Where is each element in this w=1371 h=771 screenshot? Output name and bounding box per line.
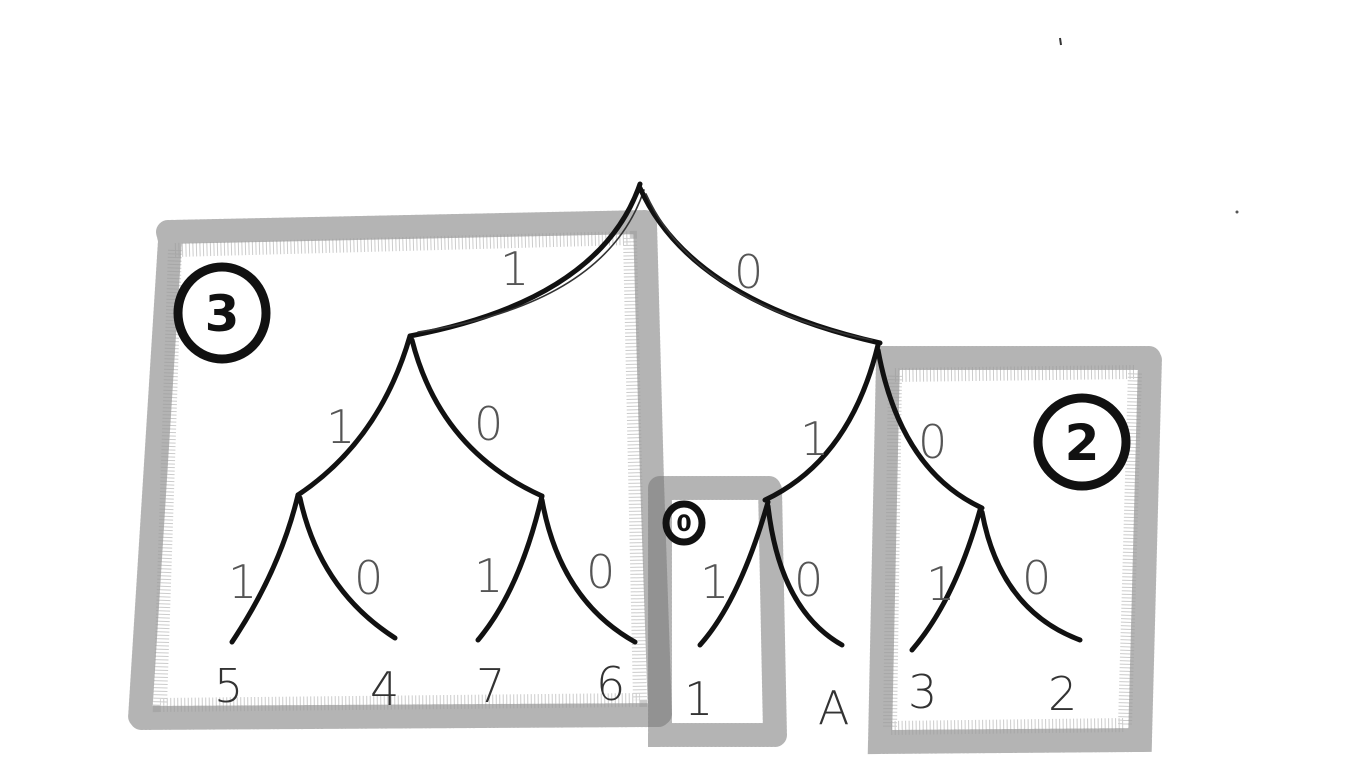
leaf-label-4: 6 bbox=[596, 657, 625, 711]
leaf-label-1: 5 bbox=[214, 659, 243, 713]
group-number-right: 2 bbox=[1065, 414, 1100, 472]
stray-mark-2 bbox=[1235, 210, 1239, 214]
edge-labels: 1 0 1 0 1 0 1 0 1 0 1 0 1 0 bbox=[228, 242, 1051, 611]
group-circle-left bbox=[173, 262, 271, 364]
edge-label-l-right: 0 bbox=[474, 397, 503, 451]
group-number-middle: 0 bbox=[676, 512, 691, 537]
edge-label-rr-right: 0 bbox=[1022, 551, 1051, 605]
edge-r-left bbox=[762, 342, 881, 503]
stray-mark-1 bbox=[1059, 37, 1062, 46]
leaf-label-7: 3 bbox=[908, 665, 937, 719]
edge-label-l-left: 1 bbox=[326, 400, 355, 454]
leaf-label-8: 2 bbox=[1048, 667, 1077, 721]
edge-label-r-right: 0 bbox=[918, 415, 947, 469]
region-right bbox=[867, 346, 1163, 755]
edge-rl-right bbox=[765, 503, 845, 648]
region-left-inner bbox=[152, 230, 648, 713]
edge-l-left bbox=[295, 333, 413, 498]
group-number-left: 3 bbox=[205, 285, 240, 343]
edge-root-left-sketch bbox=[417, 189, 645, 333]
edge-l-right bbox=[409, 337, 545, 499]
edge-ll-right bbox=[297, 495, 398, 641]
edge-label-ll-right: 0 bbox=[354, 551, 383, 605]
edge-lr-left bbox=[475, 493, 545, 643]
region-right-inner bbox=[882, 364, 1143, 736]
edge-label-root-left: 1 bbox=[500, 242, 529, 296]
edge-root-right-sketch bbox=[645, 193, 873, 341]
edge-rr-left bbox=[909, 507, 983, 653]
edge-label-r-left: 1 bbox=[800, 412, 829, 466]
edge-label-lr-right: 0 bbox=[586, 545, 615, 599]
group-circle-right bbox=[1033, 393, 1131, 491]
group-circle-middle bbox=[662, 500, 706, 546]
group-label-right: 2 bbox=[1033, 393, 1131, 491]
edge-rr-right bbox=[979, 509, 1083, 643]
edge-lr-right bbox=[539, 497, 638, 645]
edge-label-lr-left: 1 bbox=[474, 549, 503, 603]
edge-ll-left bbox=[229, 492, 301, 645]
leaf-labels: 5 4 7 6 1 A 3 2 bbox=[214, 657, 1077, 735]
leaf-label-6: A bbox=[818, 681, 849, 735]
edge-label-rl-right: 0 bbox=[794, 553, 823, 607]
edge-rl-left bbox=[697, 499, 771, 648]
leaf-label-5: 1 bbox=[684, 672, 713, 726]
edge-label-root-right: 0 bbox=[734, 245, 763, 299]
region-middle bbox=[648, 476, 788, 747]
edge-label-rl-left: 1 bbox=[700, 555, 729, 609]
leaf-label-3: 7 bbox=[476, 659, 505, 713]
tree-edges bbox=[229, 181, 1083, 653]
edge-label-ll-left: 1 bbox=[228, 555, 257, 609]
edge-label-rr-left: 1 bbox=[926, 557, 955, 611]
group-label-middle: 0 bbox=[662, 500, 706, 546]
leaf-label-2: 4 bbox=[370, 662, 399, 716]
group-label-left: 3 bbox=[173, 262, 271, 364]
edge-r-right bbox=[875, 347, 985, 511]
